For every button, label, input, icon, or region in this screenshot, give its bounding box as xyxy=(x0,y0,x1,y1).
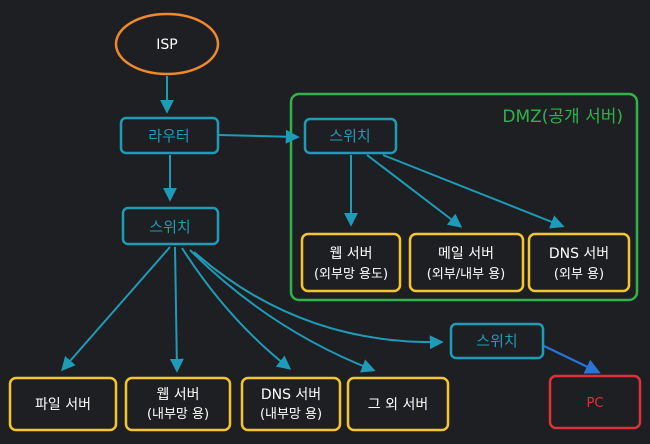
int-web-server-note: (내부망 용) xyxy=(147,407,209,422)
dmz-zone-label: DMZ(공개 서버) xyxy=(502,107,623,127)
dmz-dns-server-node: DNS 서버 (외부 용) xyxy=(527,232,631,293)
switch-dmz-label: 스위치 xyxy=(329,127,370,145)
pc-node: PC xyxy=(548,374,642,430)
file-server-node: 파일 서버 xyxy=(8,376,118,432)
switch-pc-label: 스위치 xyxy=(476,332,517,350)
arrow-switch-dmz-to-mail xyxy=(366,154,463,228)
isp-label: ISP xyxy=(156,37,177,53)
dmz-web-server-node: 웹 서버 (외부망 용도) xyxy=(300,232,402,293)
switch-dmz-node: 스위치 xyxy=(303,117,398,155)
arrow-router-to-switch-dmz xyxy=(218,129,300,144)
int-dns-server-name: DNS 서버 xyxy=(261,387,321,403)
dmz-mail-server-node: 메일 서버 (외부/내부 용) xyxy=(408,232,525,293)
dmz-dns-server-name: DNS 서버 xyxy=(549,246,609,262)
switch-main-label: 스위치 xyxy=(149,218,190,236)
int-dns-server-note: (내부망 용) xyxy=(260,407,322,422)
int-web-server-name: 웹 서버 xyxy=(156,387,199,403)
router-label: 라우터 xyxy=(148,127,189,145)
dmz-web-server-note: (외부망 용도) xyxy=(314,267,388,282)
dmz-dns-server-note: (외부 용) xyxy=(554,267,604,282)
arrow-switch-main-to-file xyxy=(61,246,171,372)
file-server-label: 파일 서버 xyxy=(35,397,91,413)
router-node: 라우터 xyxy=(119,116,220,155)
switch-pc-node: 스위치 xyxy=(449,322,545,360)
arrow-switch-pc-to-pc xyxy=(543,345,601,374)
dmz-mail-server-name: 메일 서버 xyxy=(438,246,494,262)
int-web-server-node: 웹 서버 (내부망 용) xyxy=(124,376,232,432)
switch-main-node: 스위치 xyxy=(121,206,220,246)
other-server-node: 그 외 서버 xyxy=(346,376,450,432)
arrow-switch-main-to-switch-pc xyxy=(193,251,444,350)
isp-node: ISP xyxy=(114,12,220,76)
dmz-web-server-name: 웹 서버 xyxy=(329,246,372,262)
dmz-zone: DMZ(공개 서버) xyxy=(289,92,639,302)
arrow-switch-main-to-other xyxy=(189,249,376,373)
arrow-switch-dmz-to-dns xyxy=(382,154,565,229)
connections xyxy=(61,76,565,373)
dmz-mail-server-note: (외부/내부 용) xyxy=(427,267,505,282)
int-dns-server-node: DNS 서버 (내부망 용) xyxy=(240,376,342,432)
arrow-switch-main-to-int-dns xyxy=(181,247,292,370)
pc-label: PC xyxy=(587,396,604,411)
other-server-label: 그 외 서버 xyxy=(368,397,428,413)
arrow-switch-main-to-int-web xyxy=(169,246,184,373)
